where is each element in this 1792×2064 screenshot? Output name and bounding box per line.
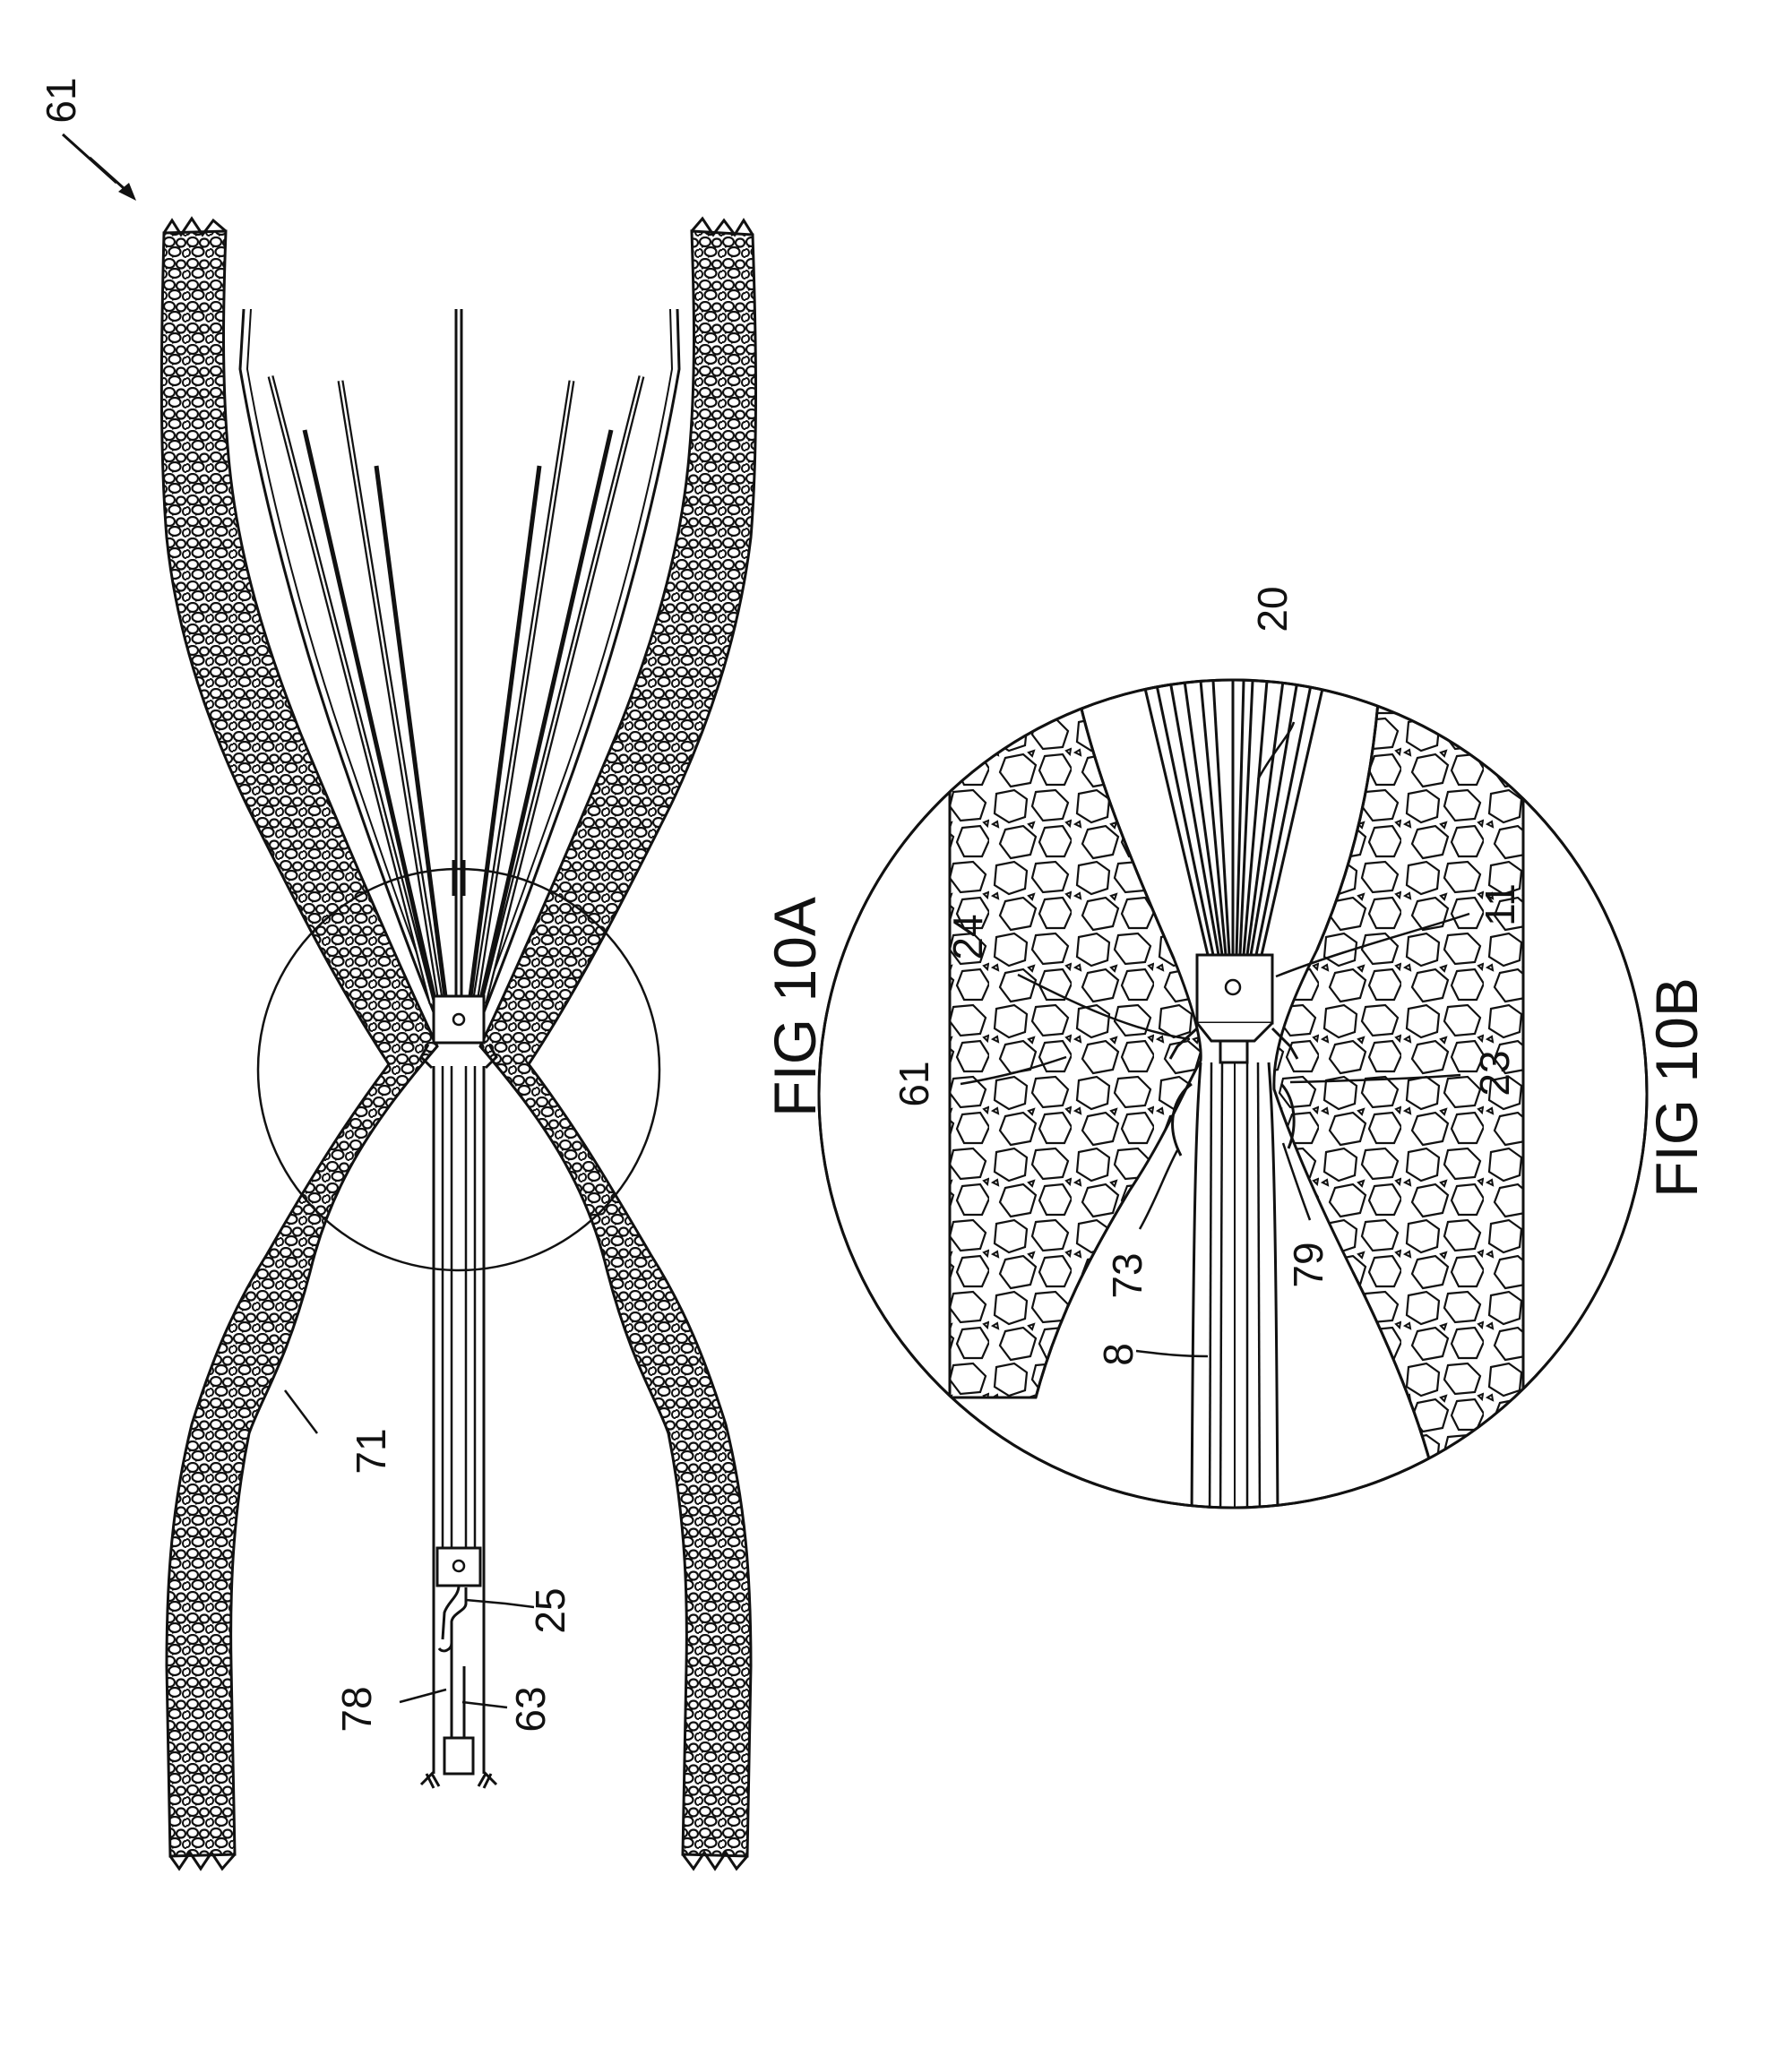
leader-78 [400, 1690, 446, 1702]
leader-25 [466, 1600, 534, 1607]
ref-20: 20 [1249, 586, 1296, 632]
ref-11: 11 [1477, 883, 1523, 926]
tissue-wall-left [161, 231, 437, 1856]
ref-79: 79 [1285, 1242, 1331, 1287]
ref-71: 71 [348, 1428, 394, 1474]
ref-25: 25 [527, 1587, 573, 1633]
ref-78: 78 [333, 1686, 380, 1732]
hub-lower [437, 1548, 480, 1586]
fig-10b-caption: FIG 10B [1643, 977, 1710, 1198]
ref-61-top: 61 [38, 77, 84, 123]
latch-hook [439, 1586, 466, 1651]
ref-24: 24 [944, 914, 991, 959]
ref-73: 73 [1104, 1252, 1150, 1298]
hub-upper [434, 996, 484, 1043]
ref-23: 23 [1471, 1050, 1518, 1096]
ref-8: 8 [1095, 1343, 1142, 1366]
fig-10a-drawing [63, 134, 756, 1869]
ref-61-detail: 61 [891, 1061, 937, 1106]
ref-63: 63 [507, 1686, 554, 1732]
leader-71 [285, 1390, 317, 1433]
shaft-assembly [421, 1066, 496, 1788]
leader-61-arrow [63, 134, 124, 188]
fig-10b-drawing [819, 680, 1647, 1523]
